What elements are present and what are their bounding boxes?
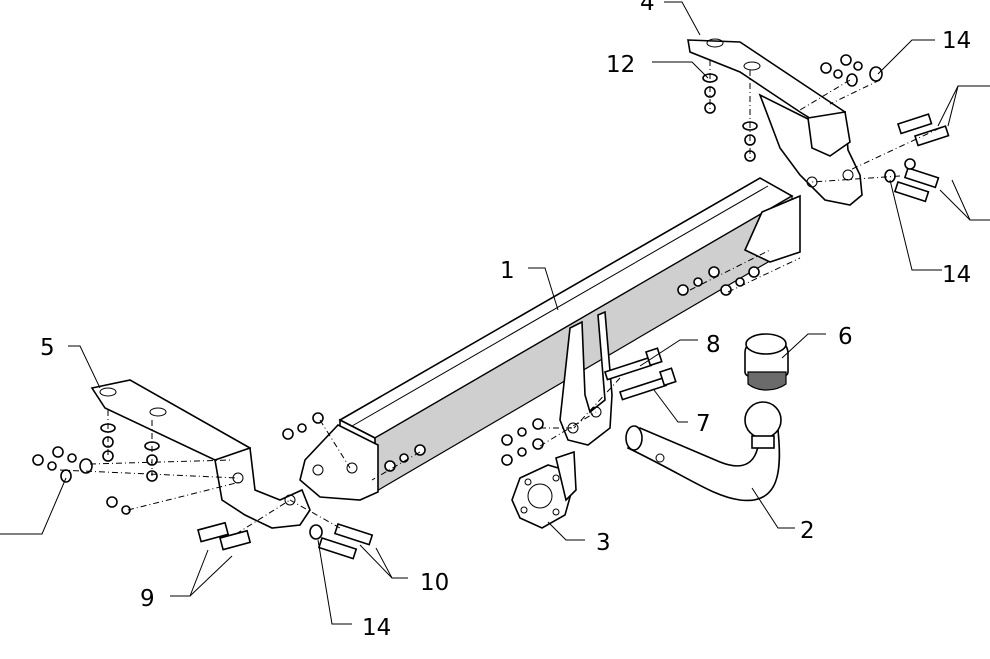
callout-12: 12 xyxy=(606,52,635,78)
bolts xyxy=(197,113,950,560)
callout-9: 9 xyxy=(140,586,155,612)
bolt-9b xyxy=(219,529,252,551)
bolt-right-a xyxy=(896,113,933,135)
callout-3: 3 xyxy=(596,530,611,556)
callout-14-bottom: 14 xyxy=(362,615,391,641)
left-side-bracket xyxy=(90,379,311,529)
callout-5: 5 xyxy=(40,335,55,361)
callout-14-right: 14 xyxy=(942,262,971,288)
callout-1: 1 xyxy=(500,258,515,284)
bolt-10b xyxy=(317,536,358,560)
right-side-bracket xyxy=(687,38,863,206)
callout-6: 6 xyxy=(838,324,853,350)
leader-lines xyxy=(0,1,990,625)
bolt-right-c xyxy=(893,180,930,203)
bolt-7 xyxy=(618,367,677,401)
callout-4: 4 xyxy=(640,0,655,16)
callout-2: 2 xyxy=(800,518,815,544)
bolt-9a xyxy=(197,521,230,543)
bolt-right-d xyxy=(903,166,940,189)
towbar-neck xyxy=(625,401,782,502)
assembly-axes xyxy=(59,60,941,535)
callout-7: 7 xyxy=(696,411,711,437)
cross-beam xyxy=(299,177,801,501)
callout-labels: 1 2 3 4 5 6 7 8 9 10 12 14 14 14 xyxy=(40,0,971,641)
socket-plate xyxy=(511,450,577,529)
callout-8: 8 xyxy=(706,332,721,358)
callout-10: 10 xyxy=(420,570,449,596)
ball-cover xyxy=(744,333,789,391)
callout-14-top: 14 xyxy=(942,28,971,54)
bolt-right-b xyxy=(913,125,950,147)
bolt-10a xyxy=(333,522,374,546)
